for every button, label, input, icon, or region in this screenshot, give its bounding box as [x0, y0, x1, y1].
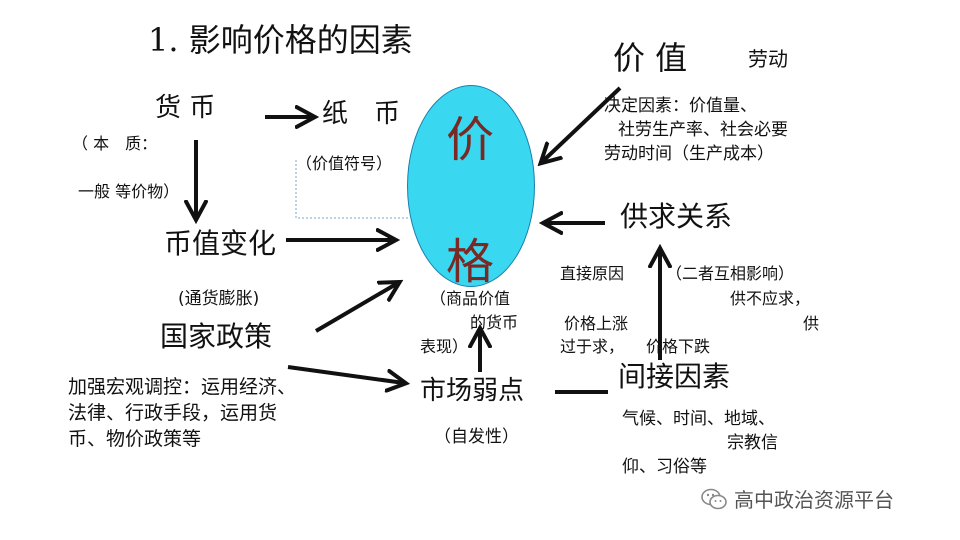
paper-money-label: 纸 币 [322, 99, 401, 129]
oversupply-text: 供 [803, 314, 820, 333]
arrow-value-to-price [542, 86, 622, 162]
price-oval [407, 85, 535, 287]
value-label: 价 值 [613, 39, 688, 77]
supply-demand-label: 供求关系 [620, 200, 733, 233]
market-note: （自发性） [434, 427, 519, 447]
arrow-policy-to-price [314, 283, 398, 333]
policy-label: 国家政策 [160, 320, 273, 353]
market-label: 市场弱点 [420, 376, 525, 406]
indirect-factors-line2: 宗教信 [727, 433, 778, 453]
indirect-factors-line3: 仰、习俗等 [622, 457, 707, 477]
money-essence-line2: 一般 等价物） [78, 182, 180, 201]
watermark-text: 高中政治资源平台 [734, 488, 894, 512]
watermark: 高中政治资源平台 [700, 484, 894, 513]
paper-money-note: （价值符号） [296, 154, 393, 173]
mutual-influence-note: （二者互相影响） [666, 264, 795, 283]
commodity-note-line2: 的货币 [470, 313, 519, 332]
short-supply-text: 供不应求， [730, 289, 811, 308]
labor-label: 劳动 [748, 47, 788, 71]
indirect-factors-line1: 气候、时间、地域、 [622, 409, 775, 429]
direct-cause-label: 直接原因 [560, 264, 625, 283]
wechat-icon [701, 488, 727, 509]
commodity-note-line3: 表现） [420, 337, 469, 356]
price-rise-text: 价格上涨 [564, 314, 629, 333]
value-determinants-line1: 决定因素：价值量、 [604, 96, 757, 116]
price-char-1: 价 [446, 112, 495, 168]
excess-text: 过于求， [560, 337, 625, 356]
policy-desc-line3: 币、物价政策等 [68, 428, 202, 450]
policy-desc-line2: 法律、行政手段，运用货 [68, 402, 278, 424]
policy-desc-line1: 加强宏观调控：运用经济、 [68, 376, 297, 398]
money-label: 货 币 [155, 93, 216, 123]
price-char-2: 格 [446, 234, 495, 290]
arrow-policy-to-market [287, 365, 404, 383]
dotted-connector-paper-money [295, 160, 408, 219]
money-essence-line1: （ 本 质： [72, 134, 158, 153]
value-determinants-line2: 社劳生产率、社会必要 [618, 120, 788, 140]
commodity-note-line1: （商品价值 [430, 289, 511, 308]
page-title: 1. 影响价格的因素 [148, 21, 413, 59]
value-change-note: (通货膨胀) [178, 289, 260, 309]
price-fall-text: 价格下跌 [646, 337, 711, 356]
value-change-label: 币值变化 [164, 227, 277, 260]
indirect-factors-label: 间接因素 [618, 360, 731, 393]
value-determinants-line3: 劳动时间（生产成本） [604, 144, 774, 164]
